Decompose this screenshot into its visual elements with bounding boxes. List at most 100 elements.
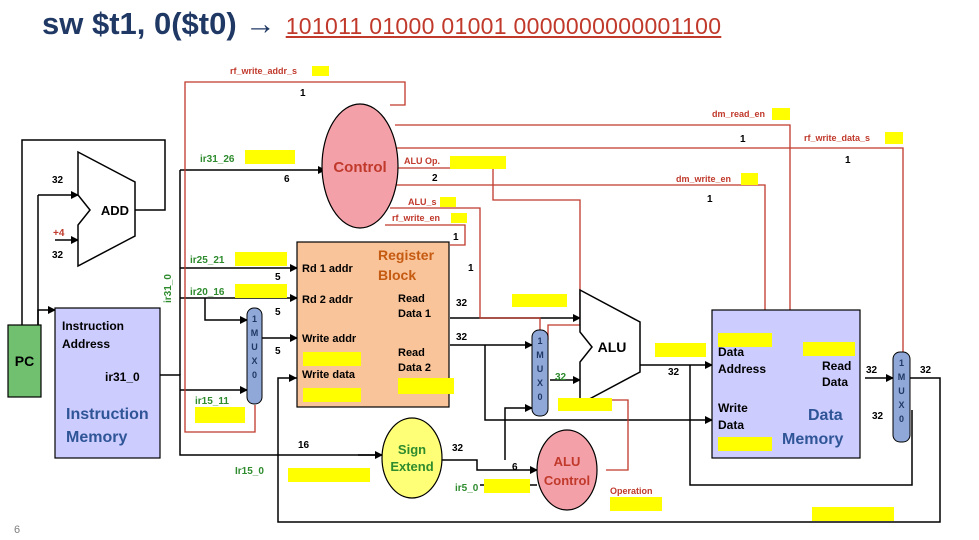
- dm-read-1: Read: [822, 359, 851, 373]
- dm-title-1: Data: [808, 407, 843, 424]
- rf-write-en-label: rf_write_en: [392, 213, 440, 223]
- dm-read-en-label: dm_read_en: [712, 109, 765, 119]
- svg-text:32: 32: [452, 443, 464, 454]
- svg-text:16: 16: [298, 440, 310, 451]
- read-data1-a: Read: [398, 293, 425, 305]
- svg-text:X: X: [251, 356, 257, 366]
- svg-text:ir15_11: ir15_11: [195, 396, 229, 407]
- control-label: Control: [333, 159, 386, 176]
- width-add-in: 32: [52, 175, 64, 186]
- slide-title: sw $t1, 0($t0)→ 101011 01000 01001 000000…: [42, 6, 721, 50]
- instruction-memory: [54, 307, 161, 459]
- svg-text:5: 5: [275, 346, 281, 357]
- alu-control: [536, 429, 598, 511]
- operation-label: Operation: [610, 486, 653, 496]
- svg-text:ir31_0: ir31_0: [163, 274, 174, 303]
- instruction-text: sw $t1, 0($t0): [42, 6, 237, 41]
- mux-writeback: [892, 351, 911, 443]
- svg-text:U: U: [537, 364, 544, 374]
- svg-text:1: 1: [300, 88, 306, 99]
- svg-text:6: 6: [512, 462, 518, 473]
- control-unit: [321, 103, 399, 229]
- svg-text:1: 1: [845, 155, 851, 166]
- rf-write-data-s-label: rf_write_data_s: [804, 133, 870, 143]
- dm-write-2: Data: [718, 418, 744, 432]
- im-label-1: Instruction: [62, 319, 124, 333]
- svg-text:32: 32: [920, 365, 932, 376]
- svg-text:0: 0: [252, 370, 257, 380]
- rd2-label: Rd 2 addr: [302, 294, 353, 306]
- svg-text:ir25_21: ir25_21: [190, 255, 225, 266]
- svg-text:ir20_16: ir20_16: [190, 287, 225, 298]
- control-wires: [184, 81, 904, 471]
- svg-text:ir31_26: ir31_26: [200, 154, 235, 165]
- aluctl-label-1: ALU: [554, 454, 581, 469]
- write-data-label: Write data: [302, 369, 356, 381]
- im-title-1: Instruction: [66, 406, 149, 423]
- alu-op-label: ALU Op.: [404, 156, 440, 166]
- svg-text:0: 0: [899, 414, 904, 424]
- dm-addr-1: Data: [718, 345, 744, 359]
- write-addr-label: Write addr: [302, 333, 357, 345]
- svg-text:1: 1: [537, 336, 542, 346]
- svg-text:5: 5: [275, 272, 281, 283]
- register-title-2: Block: [378, 267, 416, 283]
- svg-text:M: M: [536, 350, 544, 360]
- im-label-2: Address: [62, 337, 110, 351]
- svg-text:2: 2: [432, 173, 438, 184]
- field-labels: ir31_26 ir25_21 ir20_16 ir15_11 Ir15_0 i…: [163, 154, 479, 494]
- svg-text:M: M: [898, 372, 906, 382]
- svg-text:32: 32: [555, 372, 567, 383]
- sign-label-2: Extend: [390, 459, 433, 474]
- sign-extend: [381, 417, 443, 499]
- svg-text:1: 1: [899, 358, 904, 368]
- svg-text:1: 1: [468, 263, 474, 274]
- binary-encoding: 101011 01000 01001 0000000000001100: [285, 13, 722, 39]
- svg-text:32: 32: [866, 365, 878, 376]
- mux-write-addr-letters: 1 M U X 0: [251, 314, 259, 380]
- control-signal-labels: rf_write_addr_s ALU Op. ALU_s rf_write_e…: [230, 66, 870, 496]
- alu-s-label: ALU_s: [408, 197, 437, 207]
- svg-text:U: U: [898, 386, 905, 396]
- plus4-label: +4: [53, 228, 65, 239]
- dm-title-2: Memory: [782, 431, 843, 448]
- arrow-icon: →: [244, 6, 276, 41]
- datapath-wires: [21, 139, 941, 523]
- dm-addr-2: Address: [718, 362, 766, 376]
- svg-text:Ir15_0: Ir15_0: [235, 466, 264, 477]
- mux-alu-b: [531, 329, 549, 417]
- svg-text:X: X: [537, 378, 543, 388]
- pc-label: PC: [15, 353, 34, 369]
- svg-text:32: 32: [872, 411, 884, 422]
- dm-write-en-label: dm_write_en: [676, 174, 731, 184]
- aluctl-label-2: Control: [544, 473, 590, 488]
- svg-text:U: U: [251, 342, 258, 352]
- answer-blanks: [195, 66, 903, 521]
- alu-shape: [579, 288, 641, 406]
- width-ir31-26: 6: [284, 174, 290, 185]
- svg-text:1: 1: [740, 134, 746, 145]
- alu-label: ALU: [598, 339, 627, 355]
- register-title-1: Register: [378, 247, 435, 263]
- rf-write-addr-s-label: rf_write_addr_s: [230, 66, 297, 76]
- adder-shape: [77, 150, 136, 268]
- svg-text:32: 32: [456, 332, 468, 343]
- svg-text:X: X: [898, 400, 904, 410]
- mux-writeback-letters: 1 M U X 0: [898, 358, 906, 424]
- svg-text:ir5_0: ir5_0: [455, 483, 479, 494]
- dm-write-1: Write: [718, 401, 748, 415]
- svg-text:32: 32: [456, 298, 468, 309]
- dm-read-2: Data: [822, 375, 848, 389]
- svg-text:32: 32: [668, 367, 680, 378]
- svg-text:M: M: [251, 328, 259, 338]
- bus-width-labels: 5 5 5 32 32 32 32 16 32 6 32 32 32: [275, 272, 932, 473]
- sign-label-1: Sign: [398, 442, 426, 457]
- control-signal-values: 1 2 1 1 1 1 1: [300, 88, 851, 274]
- mux-alu-b-letters: 1 M U X 0: [536, 336, 544, 402]
- rd1-label: Rd 1 addr: [302, 263, 353, 275]
- page-number: 6: [14, 524, 21, 536]
- svg-text:0: 0: [537, 392, 542, 402]
- svg-text:1: 1: [453, 232, 459, 243]
- im-title-2: Memory: [66, 429, 127, 446]
